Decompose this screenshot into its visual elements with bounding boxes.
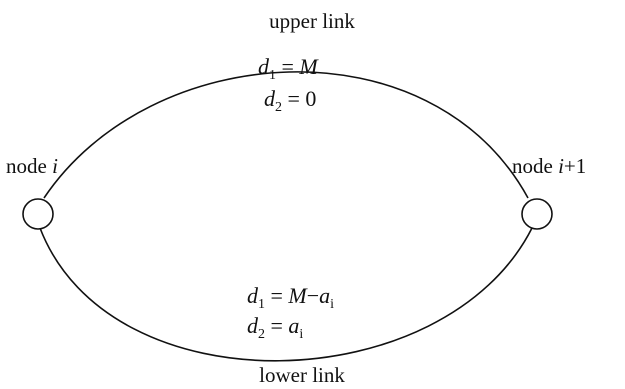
lower-link-eq-d2: d2 = ai	[247, 313, 303, 342]
lower-link-line	[39, 227, 533, 362]
node-i-plus-1-label: node i+1	[512, 154, 586, 178]
lower-link-label: lower link	[259, 363, 345, 387]
upper-link-eq-d2: d2 = 0	[264, 86, 316, 115]
node-i-circle	[22, 198, 54, 230]
upper-link-eq-d1: d1 = M	[258, 54, 319, 83]
upper-link-line	[43, 71, 529, 199]
upper-link-label: upper link	[269, 9, 355, 33]
node-i-plus-1-circle	[521, 198, 553, 230]
lower-link-eq-d1: d1 = M−ai	[247, 283, 334, 312]
node-i-label: node i	[6, 154, 58, 178]
